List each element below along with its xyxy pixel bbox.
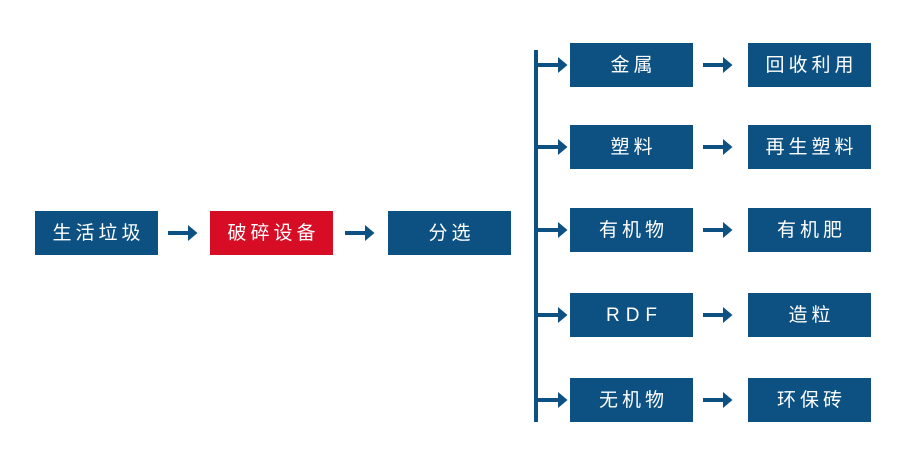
node-crushing-equipment[interactable]: 破碎设备 — [210, 211, 333, 255]
node-material-rdf[interactable]: RDF — [570, 293, 693, 337]
node-household-waste[interactable]: 生活垃圾 — [35, 211, 158, 255]
branch-trunk-line — [534, 50, 538, 422]
arrow-right-icon-row3 — [701, 214, 735, 246]
arrow-right-icon-1 — [166, 217, 200, 249]
node-material-plastic[interactable]: 塑料 — [570, 125, 693, 169]
node-product-pelletizing[interactable]: 造粒 — [748, 293, 871, 337]
node-product-recycle[interactable]: 回收利用 — [748, 43, 871, 87]
branch-arrow-icon-2 — [536, 131, 570, 163]
node-material-inorganic[interactable]: 无机物 — [570, 378, 693, 422]
branch-arrow-icon-1 — [536, 49, 570, 81]
arrow-right-icon-row2 — [701, 131, 735, 163]
branch-arrow-icon-5 — [536, 384, 570, 416]
node-product-recycled-plastic[interactable]: 再生塑料 — [748, 125, 871, 169]
arrow-right-icon-2 — [343, 217, 377, 249]
node-sorting[interactable]: 分选 — [388, 211, 511, 255]
branch-arrow-icon-4 — [536, 299, 570, 331]
node-product-organic-fertilizer[interactable]: 有机肥 — [748, 208, 871, 252]
branch-arrow-icon-3 — [536, 214, 570, 246]
node-material-organic[interactable]: 有机物 — [570, 208, 693, 252]
arrow-right-icon-row1 — [701, 49, 735, 81]
node-product-eco-brick[interactable]: 环保砖 — [748, 378, 871, 422]
node-material-metal[interactable]: 金属 — [570, 43, 693, 87]
arrow-right-icon-row4 — [701, 299, 735, 331]
arrow-right-icon-row5 — [701, 384, 735, 416]
